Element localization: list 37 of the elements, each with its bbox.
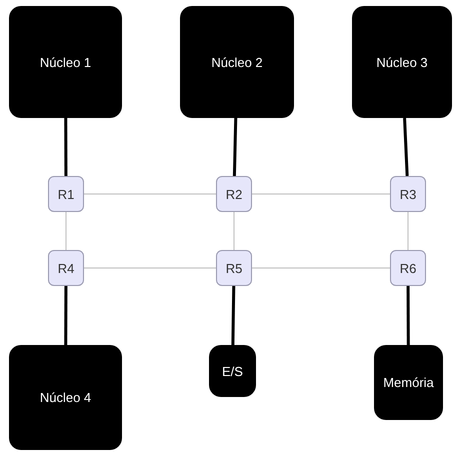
node-label: Núcleo 4 xyxy=(40,390,92,405)
mesh-link xyxy=(252,267,390,269)
router-box xyxy=(216,176,252,212)
node-label: R1 xyxy=(58,186,74,202)
link-line xyxy=(406,286,410,345)
mesh-link xyxy=(84,267,216,269)
node-label: E/S xyxy=(222,364,243,378)
core-box xyxy=(352,6,452,118)
node-label: R6 xyxy=(400,260,416,276)
core-box xyxy=(209,345,256,397)
router-box xyxy=(390,176,426,212)
link-line xyxy=(64,118,68,176)
node-label: R2 xyxy=(226,186,242,202)
node-label: Memória xyxy=(383,375,434,390)
node-label: R3 xyxy=(400,186,416,202)
router-box xyxy=(48,250,84,286)
node-label: Núcleo 3 xyxy=(376,54,428,70)
link-line xyxy=(232,118,238,176)
router-box xyxy=(48,176,84,212)
node-label: R5 xyxy=(226,260,242,276)
link-line xyxy=(231,286,236,346)
core-box xyxy=(9,6,122,118)
node-label: R4 xyxy=(58,260,74,276)
node-label: Núcleo 2 xyxy=(211,54,263,70)
link-line xyxy=(64,286,68,345)
mesh-link xyxy=(65,212,67,250)
router-box xyxy=(390,250,426,286)
mesh-link xyxy=(407,212,409,250)
router-box xyxy=(216,250,252,286)
core-box xyxy=(180,6,294,118)
mesh-link xyxy=(233,212,235,250)
link-line xyxy=(403,118,409,176)
core-box xyxy=(9,345,122,450)
core-box xyxy=(374,345,443,420)
mesh-link xyxy=(84,193,216,195)
mesh-link xyxy=(252,193,390,195)
node-label: Núcleo 1 xyxy=(40,54,92,70)
